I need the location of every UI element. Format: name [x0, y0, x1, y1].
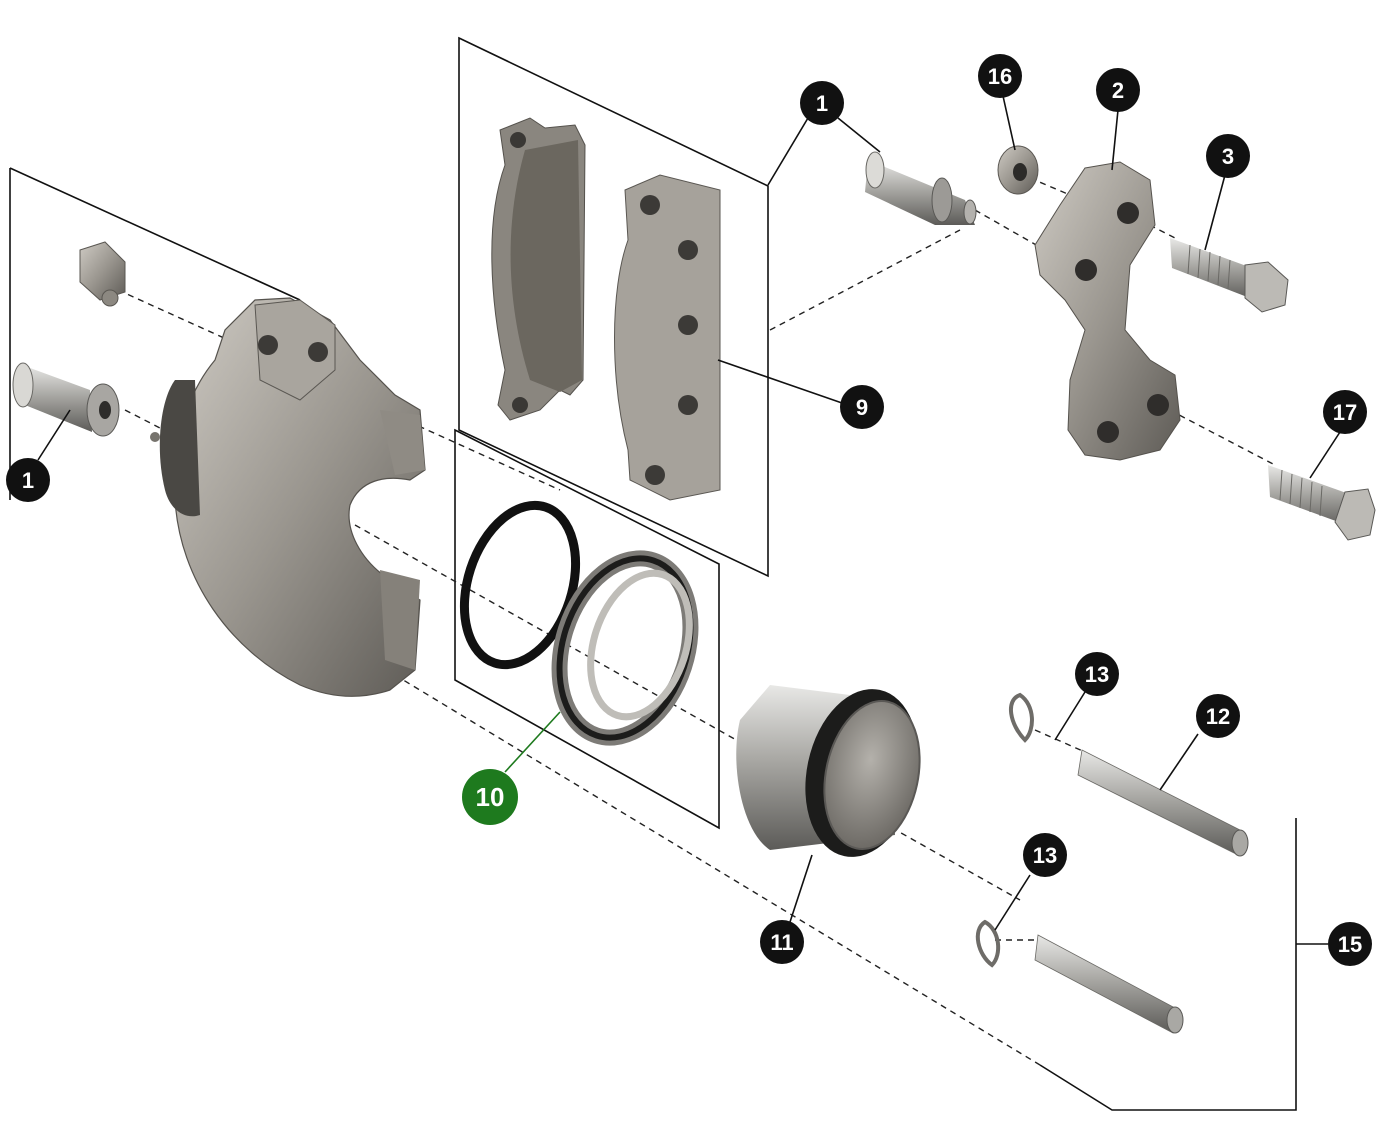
bolt-17: [1268, 465, 1376, 541]
svg-text:2: 2: [1112, 78, 1124, 103]
brake-pad-backplate: [614, 174, 721, 501]
leader-12: [1159, 733, 1199, 791]
o-ring-seal: [459, 500, 581, 670]
pin-kit-bracket: [1039, 818, 1297, 1111]
leader-1-left: [37, 409, 71, 461]
slide-pin-upper: [865, 151, 977, 225]
svg-text:10: 10: [476, 782, 505, 812]
callout-1-top[interactable]: 1: [800, 81, 844, 125]
pad-pin-lower: [1034, 934, 1184, 1034]
svg-text:9: 9: [856, 395, 868, 420]
axis-washer: [1029, 177, 1071, 196]
svg-text:13: 13: [1033, 843, 1057, 868]
svg-text:3: 3: [1222, 144, 1234, 169]
leader-3: [1204, 174, 1226, 251]
axis-slide-pin-left: [124, 409, 161, 429]
leader-11: [789, 854, 813, 923]
svg-text:12: 12: [1206, 704, 1230, 729]
svg-text:16: 16: [988, 64, 1012, 89]
callout-1-left[interactable]: 1: [6, 458, 50, 502]
slide-bushing-left: [12, 362, 120, 437]
caliper-piston: [736, 685, 921, 857]
brake-pad-panel-frame: [458, 36, 769, 578]
leader-13-upper: [1054, 691, 1086, 741]
axis-bracket-pin: [769, 229, 961, 331]
callout-11[interactable]: 11: [760, 920, 804, 964]
callout-15[interactable]: 15: [1328, 922, 1372, 966]
piston-seal-ring: [551, 550, 699, 746]
leader-10[interactable]: [504, 711, 561, 773]
pad-pin-upper: [1077, 749, 1249, 857]
axis-pad-pin-lower: [394, 674, 1041, 1066]
brake-pad-front: [491, 117, 586, 421]
callout-2[interactable]: 2: [1096, 68, 1140, 112]
callout-17[interactable]: 17: [1323, 390, 1367, 434]
caliper-group-frame-top: [9, 167, 301, 301]
svg-text:1: 1: [816, 91, 828, 116]
axis-bracket-washer: [974, 209, 1046, 251]
leader-17: [1309, 431, 1341, 479]
svg-text:17: 17: [1333, 400, 1357, 425]
leader-16: [1002, 95, 1016, 151]
callout-13-upper[interactable]: 13: [1075, 652, 1119, 696]
leader-1-top: [837, 117, 881, 153]
callout-13-lower[interactable]: 13: [1023, 833, 1067, 877]
callout-16[interactable]: 16: [978, 54, 1022, 98]
mounting-bracket: [1034, 161, 1181, 461]
retaining-clip-upper: [1009, 692, 1034, 743]
callout-9[interactable]: 9: [840, 385, 884, 429]
callout-3[interactable]: 3: [1206, 134, 1250, 178]
leader-9: [717, 359, 843, 404]
seal-kit-panel-frame: [454, 428, 720, 830]
leader-2: [1111, 109, 1119, 171]
callout-10-highlighted[interactable]: 10: [462, 769, 518, 825]
callout-12[interactable]: 12: [1196, 694, 1240, 738]
leader-1-top-frame: [767, 117, 809, 186]
svg-text:11: 11: [770, 930, 793, 955]
bolt-3: [1170, 238, 1289, 313]
caliper-body: [150, 297, 426, 697]
svg-text:13: 13: [1085, 662, 1109, 687]
svg-text:1: 1: [22, 468, 34, 493]
bleeder-block: [79, 241, 126, 307]
leader-13-lower: [994, 874, 1031, 931]
retaining-clip-lower: [975, 919, 1001, 968]
axis-clip-upper: [1034, 729, 1086, 753]
washer: [997, 145, 1039, 195]
svg-text:15: 15: [1338, 932, 1362, 957]
